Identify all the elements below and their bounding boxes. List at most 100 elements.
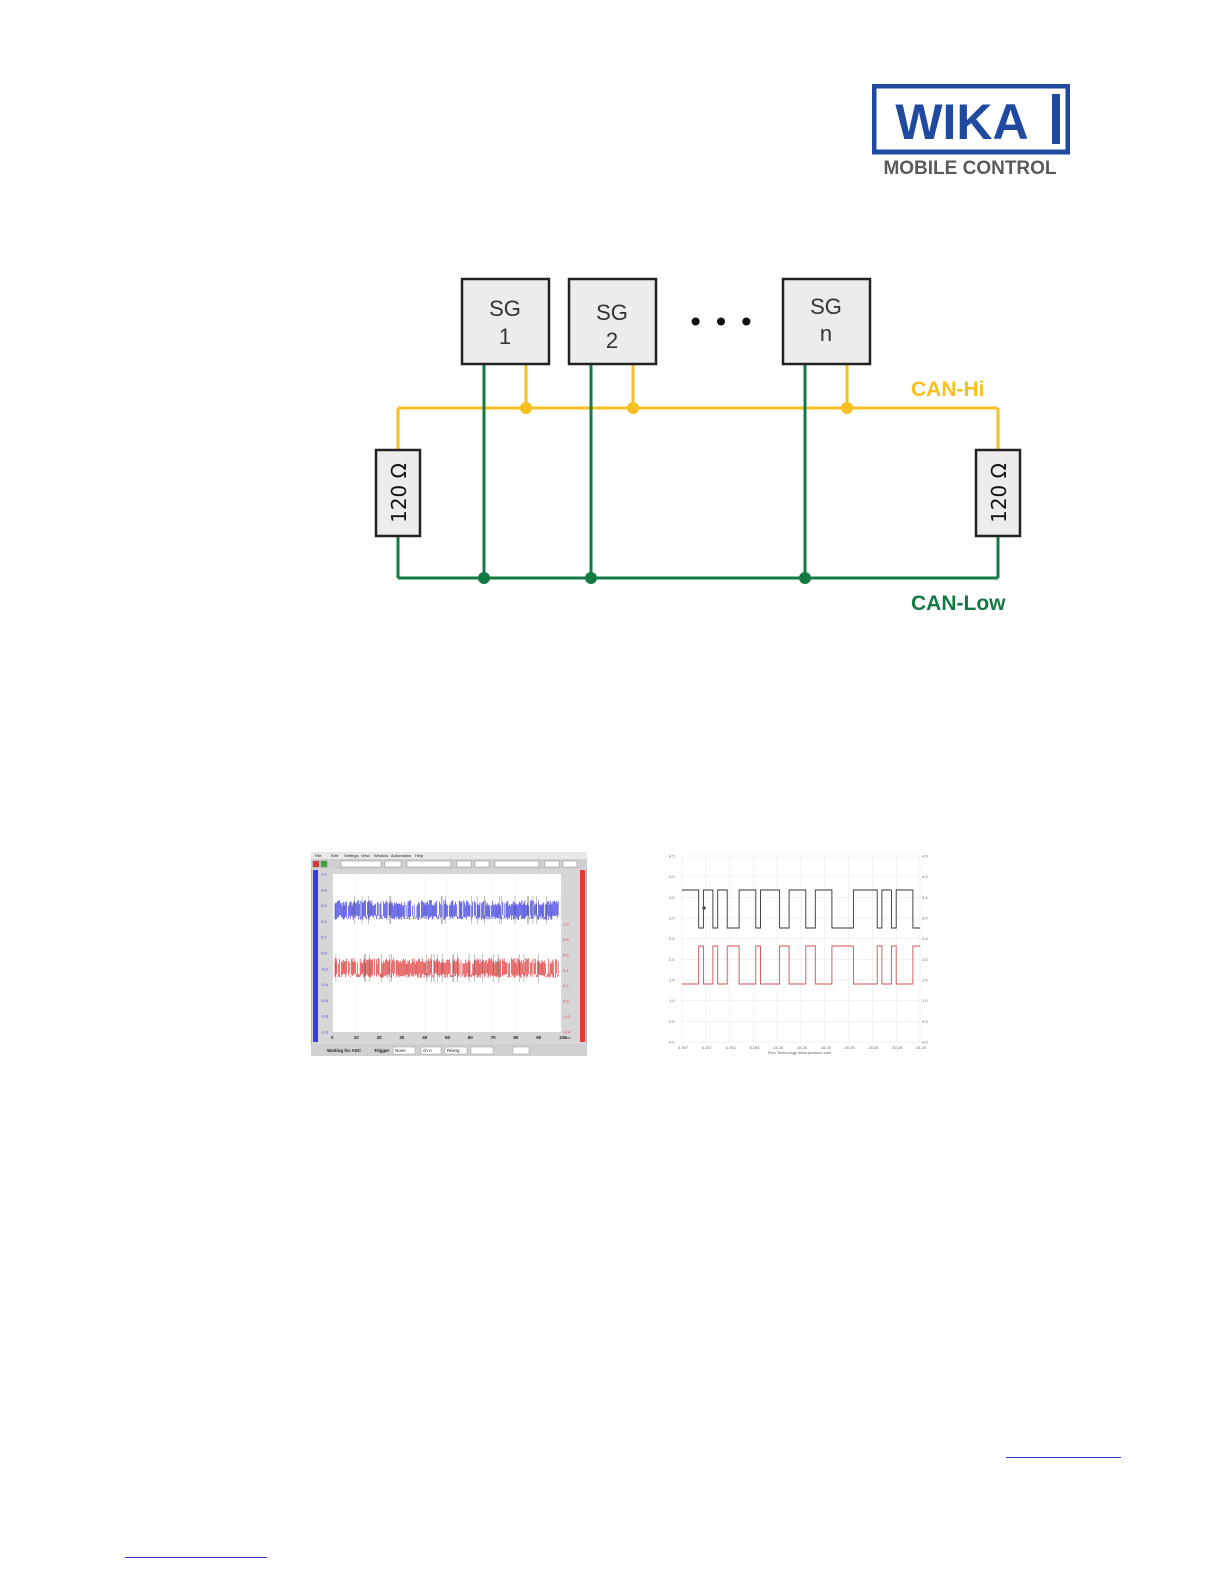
menu-item-window: Window (374, 853, 388, 858)
y-tick-label-right: -0.2 (563, 1014, 571, 1019)
y-tick-label-right: 4.0 (922, 874, 928, 879)
scope-traces (334, 896, 559, 982)
trace-footer: Pico Technology www.picotech.com (768, 1050, 832, 1055)
x-tick-label: 4.753 (726, 1045, 737, 1050)
x-tick-label: 80 (513, 1035, 519, 1040)
oscilloscope-screenshot-left: File Edit Settings View Window Automatio… (311, 852, 587, 1056)
y-tick-label-right: 2.5 (922, 936, 928, 941)
menu-item-automation: Automation (391, 853, 411, 858)
logo-bar (1052, 94, 1060, 144)
resistor-value: 120 Ω (987, 463, 1011, 523)
x-tick-label: 8.253 (749, 1045, 760, 1050)
footer-link-underline-left[interactable] (125, 1557, 267, 1558)
trigger-edge: Rising (447, 1048, 460, 1053)
x-tick-label: 70 (491, 1035, 497, 1040)
y-tick-label: 3.5 (669, 895, 675, 900)
y-axis-ticks: 1.00.80.60.40.20.0-0.2-0.4-0.6-0.8-1.0 (321, 872, 329, 1035)
terminating-resistor-left: 120 Ω (374, 448, 422, 538)
channel-b-bar (580, 870, 585, 1042)
channel-a-bar (313, 870, 318, 1042)
y-tick-label-right: 0.0 (922, 1040, 928, 1045)
can-low-line (396, 364, 1000, 580)
y-tick-label-right: -0.4 (563, 1030, 571, 1035)
y-tick-label: 0.4 (321, 919, 327, 924)
trigger-label: Trigger (374, 1048, 390, 1053)
x-tick-label: 20.25 (845, 1045, 856, 1050)
wika-logo: WIKA MOBILE CONTROL (872, 84, 1070, 176)
y-tick-label: 0.0 (669, 1040, 675, 1045)
y-tick-label: 1.0 (321, 872, 327, 877)
x-tick-label: 14.25 (773, 1045, 784, 1050)
trace-waveforms (682, 889, 920, 985)
more-nodes-ellipsis: • • • (687, 306, 754, 339)
y-tick-label-right: 0.5 (922, 1019, 928, 1024)
y-tick-label-right: 2.0 (922, 957, 928, 962)
node-index: 2 (606, 328, 618, 353)
node-index: n (820, 321, 832, 346)
x-tick-label: 40 (422, 1035, 428, 1040)
y-axis-ticks-right: 1.00.80.60.40.20.0-0.2-0.4 (563, 922, 571, 1035)
can-hi-line (396, 364, 1000, 450)
y-tick-label-right: 3.0 (922, 916, 928, 921)
y-tick-label: -1.0 (321, 1030, 329, 1035)
y-tick-label-right: 4.5 (922, 854, 928, 859)
scope-menu-bar: File Edit Settings View Window Automatio… (311, 852, 587, 859)
x-tick-label: 20 (377, 1035, 383, 1040)
trigger-channel: ch A (423, 1048, 432, 1053)
y-tick-label-right: 0.8 (563, 937, 569, 942)
y-tick-label: 2.0 (669, 957, 675, 962)
y-tick-label: 0.5 (669, 1019, 675, 1024)
node-label: SG (810, 294, 842, 319)
resistor-value: 120 Ω (387, 463, 411, 523)
y-tick-label: -0.4 (321, 982, 329, 987)
logo-brand-text: WIKA (895, 94, 1028, 150)
y-tick-label-right: 1.0 (563, 922, 569, 927)
y-tick-label-right: 0.2 (563, 983, 569, 988)
channel-b-trace (334, 954, 559, 982)
x-tick-label: 18.25 (821, 1045, 832, 1050)
menu-item-edit: Edit (331, 853, 339, 858)
node-box-1: SG 1 (460, 277, 551, 366)
y-tick-label-right: 0.4 (563, 968, 569, 973)
x-tick-label: 24.25 (916, 1045, 927, 1050)
y-tick-label: 1.0 (669, 998, 675, 1003)
x-tick-label: 0 (331, 1035, 334, 1040)
logo-subtitle: MOBILE CONTROL (883, 158, 1056, 176)
node-label: SG (596, 300, 628, 325)
toolbar-controls (312, 860, 578, 868)
scope-status-bar: Waiting for ADC Trigger None ch A Rising (311, 1044, 587, 1056)
can-low-junctions (478, 572, 811, 584)
x-tick-label: 60 (468, 1035, 474, 1040)
y-axis-ticks: 4.54.03.53.02.52.01.51.00.50.0 (669, 854, 675, 1045)
footer-link-underline-right[interactable] (1006, 1457, 1121, 1458)
y-tick-label: 4.5 (669, 854, 675, 859)
y-tick-label: 2.5 (669, 936, 675, 941)
x-tick-label: 18.25 (868, 1045, 879, 1050)
y-tick-label: -0.2 (321, 966, 329, 971)
x-tick-label: 50 (445, 1035, 451, 1040)
cursor-marker (702, 906, 706, 910)
x-tick-label: 30 (399, 1035, 405, 1040)
y-tick-label: 3.0 (669, 916, 675, 921)
y-tick-label-right: 3.5 (922, 895, 928, 900)
y-tick-label: -0.6 (321, 998, 329, 1003)
node-box-n: SG n (781, 277, 872, 366)
y-tick-label-right: 0.6 (563, 952, 569, 957)
scope-grid (332, 874, 562, 1032)
x-axis-unit: ms (565, 1035, 570, 1040)
can-hi-waveform (682, 889, 920, 929)
channel-a-trace (334, 896, 559, 924)
node-box-2: SG 2 (567, 277, 658, 366)
can-low-label: CAN-Low (911, 592, 1006, 615)
x-tick-label: 10 (354, 1035, 360, 1040)
can-hi-junctions (520, 402, 853, 414)
x-tick-label: 16.25 (797, 1045, 808, 1050)
node-index: 1 (499, 324, 511, 349)
x-tick-label: 20.25 (892, 1045, 903, 1050)
y-tick-label: 0.8 (321, 887, 327, 892)
oscilloscope-trace-right: 4.54.03.53.02.52.01.51.00.50.0 4.54.03.5… (668, 850, 933, 1058)
menu-item-settings: Settings (344, 853, 358, 858)
y-tick-label: 0.0 (321, 951, 327, 956)
menu-item-help: Help (415, 853, 424, 858)
